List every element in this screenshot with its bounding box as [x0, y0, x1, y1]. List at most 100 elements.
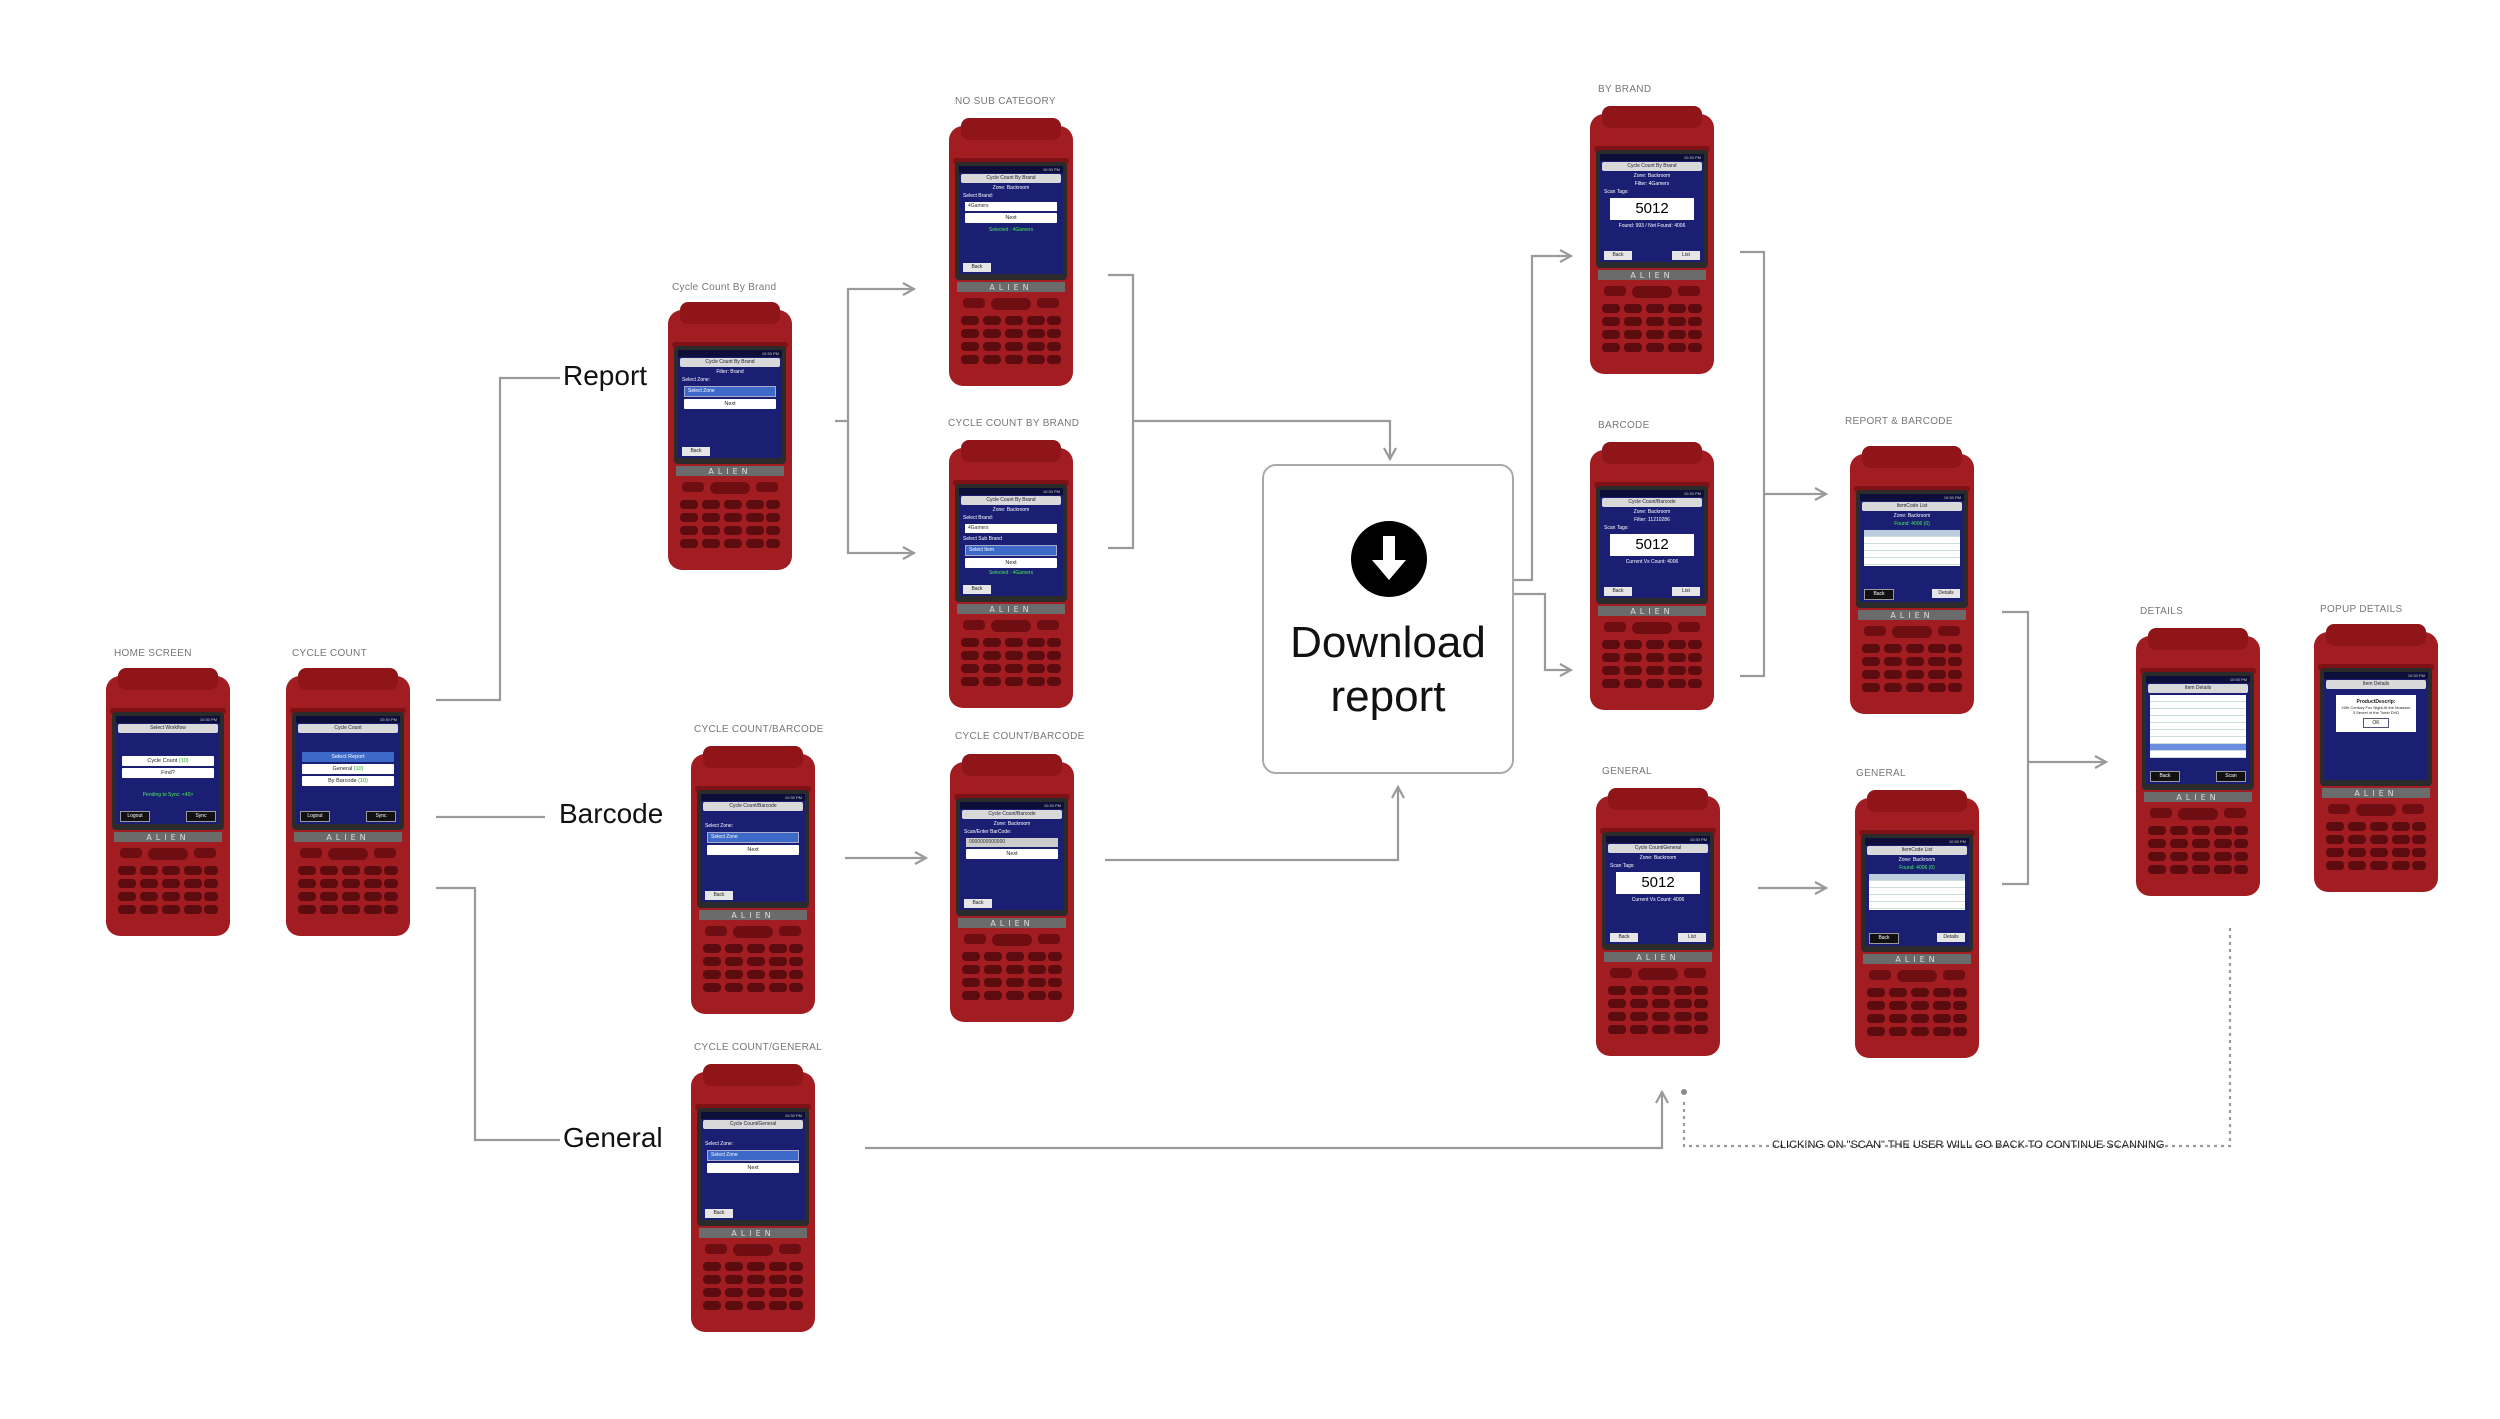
zone-text: Zone: Backroom	[1893, 513, 1931, 519]
list-button[interactable]: List	[1672, 587, 1700, 596]
brand-logo-text: ALIEN	[1630, 271, 1673, 280]
tag-count: 5012	[1616, 872, 1700, 894]
select-report-button[interactable]: Select Report	[302, 752, 394, 762]
details-button[interactable]: Details	[1937, 933, 1965, 942]
caption-cc-barcode-2: CYCLE COUNT/BARCODE	[955, 731, 1085, 742]
back-button[interactable]: Back	[2150, 771, 2180, 782]
brand-select[interactable]: 4Gamers	[965, 524, 1057, 533]
list-button[interactable]: List	[1678, 933, 1706, 942]
next-button[interactable]: Next	[965, 213, 1057, 223]
general-button[interactable]: General (10)	[302, 764, 394, 774]
bracket-lists	[2002, 610, 2030, 886]
zone-label: Select Zone:	[705, 823, 734, 829]
zone-text: Zone: Backroom	[1898, 857, 1936, 863]
brand-logo-text: ALIEN	[1630, 607, 1673, 616]
link-report-split	[835, 289, 913, 423]
back-button[interactable]: Back	[682, 447, 710, 456]
screen-header: ItemCode List	[1867, 846, 1967, 855]
filter-text: Filter: Brand	[716, 369, 744, 375]
next-button[interactable]: Next	[684, 399, 776, 409]
zone-label: Select Zone:	[682, 377, 711, 383]
back-button[interactable]: Back	[705, 1209, 733, 1218]
barcode-input[interactable]: 0000000000000	[966, 838, 1058, 847]
next-button[interactable]: Next	[707, 1163, 799, 1173]
screen-header: Cycle Count By Brand	[961, 174, 1061, 183]
popup-body: 20th Century Fox Night At the Museum 3 S…	[2341, 705, 2411, 715]
brand-logo-text: ALIEN	[708, 467, 751, 476]
barcode-label: Scan/Enter BarCode:	[964, 829, 1012, 835]
link-report-split2	[846, 421, 913, 553]
list-button[interactable]: List	[1672, 251, 1700, 260]
found-text: Found: 4006 (0)	[1894, 521, 1930, 527]
sync-button[interactable]: Sync	[186, 811, 216, 822]
brand-logo-text: ALIEN	[1636, 953, 1679, 962]
filter-text: Filter: 11210286	[1634, 517, 1670, 523]
screen: 10:30 PM Cycle Count/Barcode Select Zone…	[701, 794, 805, 902]
branch-report-label: Report	[563, 360, 648, 391]
selected-status: Selected : 4Gamers	[988, 570, 1034, 576]
back-button[interactable]: Back	[1864, 589, 1894, 600]
back-button[interactable]: Back	[1869, 933, 1899, 944]
branch-barcode-label: Barcode	[559, 798, 664, 829]
zone-text: Zone: Backroom	[992, 507, 1030, 513]
zone-text: Zone: Backroom	[1633, 173, 1671, 179]
screen-header: Cycle Count	[298, 724, 398, 733]
bracket-report	[1108, 273, 1135, 550]
sync-button[interactable]: Sync	[366, 811, 396, 822]
ok-button[interactable]: OK	[2363, 718, 2389, 728]
caption-popup: POPUP DETAILS	[2320, 604, 2403, 615]
back-button[interactable]: Back	[1604, 251, 1632, 260]
screen: 10:30 PM Item Details ProductDescrip: 20…	[2324, 672, 2428, 780]
back-button[interactable]: Back	[1604, 587, 1632, 596]
selected-status: Selected : 4Gamers	[988, 227, 1034, 233]
item-select[interactable]: Select Item	[965, 545, 1057, 556]
next-button[interactable]: Next	[707, 845, 799, 855]
device-cc-general: ALIEN 10:30 PM Cycle Count/General Selec…	[689, 1064, 817, 1334]
screen-header: Cycle Count By Brand	[680, 358, 780, 367]
scan-tags-label: Scan Tags:	[1604, 525, 1629, 531]
item-table	[1869, 874, 1965, 910]
back-button[interactable]: Back	[963, 263, 991, 272]
link-barcode-2	[1105, 788, 1398, 862]
screen-header: Item Details	[2148, 684, 2248, 693]
back-button[interactable]: Back	[963, 585, 991, 594]
branch-general-label: General	[563, 1122, 663, 1153]
screen-header: Cycle Count By Brand	[1602, 162, 1702, 171]
device-home-screen: ALIEN 10:30 PM Select Workflow Cycle Cou…	[104, 668, 232, 938]
zone-select[interactable]: Select Zone	[707, 1150, 799, 1161]
next-button[interactable]: Next	[966, 849, 1058, 859]
cycle-count-button[interactable]: Cycle Count (10)	[122, 756, 214, 766]
zone-text: Zone: Backroom	[1633, 509, 1671, 515]
screen-header: Cycle Count/Barcode	[1602, 498, 1702, 507]
screen: 10:30 PM ItemCode List Zone: Backroom Fo…	[1860, 494, 1964, 602]
bracket-results	[1740, 250, 1766, 678]
caption-gen-list: GENERAL	[1856, 768, 1906, 779]
back-button[interactable]: Back	[705, 891, 733, 900]
logout-button[interactable]: Logout	[120, 811, 150, 822]
device-res-general: ALIEN 10:30 PM Cycle Count/General Zone:…	[1594, 788, 1722, 1058]
back-button[interactable]: Back	[1610, 933, 1638, 942]
zone-select[interactable]: Select Zone	[707, 832, 799, 843]
back-button[interactable]: Back	[964, 899, 992, 908]
download-text-line2: report	[1330, 672, 1446, 721]
by-barcode-button[interactable]: By Barcode (10)	[302, 776, 394, 786]
find-button[interactable]: Find?	[122, 768, 214, 778]
scan-return-note: CLICKING ON "SCAN" THE USER WILL GO BACK…	[1772, 1139, 2165, 1151]
device-gen-list: ALIEN 10:30 PM ItemCode List Zone: Backr…	[1853, 790, 1981, 1060]
logout-button[interactable]: Logout	[300, 811, 330, 822]
screen-header: Cycle Count/General	[1608, 844, 1708, 853]
link-dl-brand	[1512, 256, 1570, 582]
caption-res-barcode: BARCODE	[1598, 420, 1650, 431]
product-popup: ProductDescrip: 20th Century Fox Night A…	[2336, 695, 2416, 732]
brand-select[interactable]: 4Gamers	[965, 202, 1057, 211]
scan-button[interactable]: Scan	[2216, 771, 2246, 782]
tag-count: 5012	[1610, 534, 1694, 556]
details-button[interactable]: Details	[1932, 589, 1960, 598]
zone-select[interactable]: Select Zone	[684, 386, 776, 397]
device-report: ALIEN 10:30 PM Cycle Count By Brand Filt…	[666, 302, 794, 572]
sub-brand-label: Select Sub Brand	[963, 536, 1002, 542]
link-to-report	[436, 376, 560, 702]
next-button[interactable]: Next	[965, 558, 1057, 568]
download-report-card[interactable]: Download report	[1262, 464, 1514, 774]
